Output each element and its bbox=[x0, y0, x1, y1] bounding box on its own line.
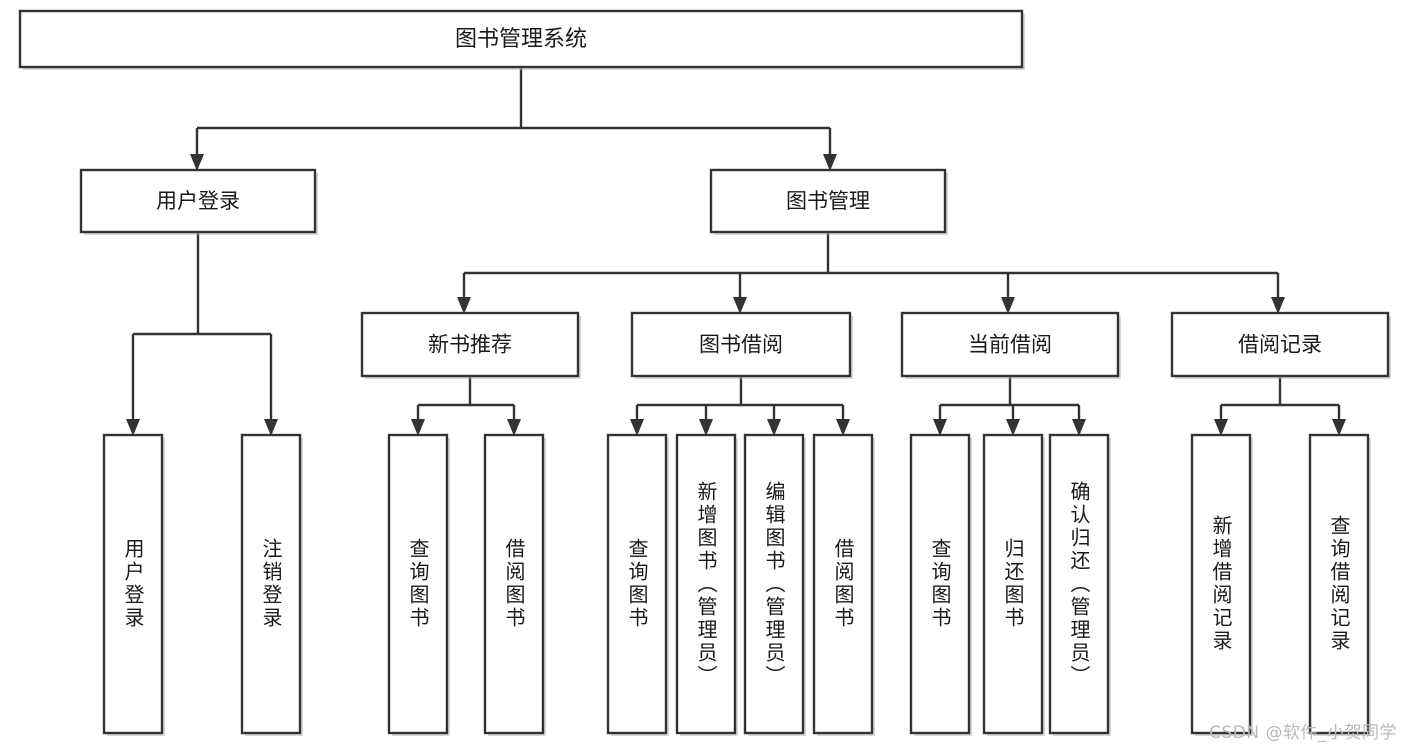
connector-layer bbox=[126, 67, 1346, 436]
arrow-head-icon bbox=[1006, 419, 1020, 436]
node-leaf-query-book-2[interactable] bbox=[606, 433, 668, 735]
arrow-head-icon bbox=[457, 297, 471, 314]
node-user-login[interactable] bbox=[79, 168, 317, 234]
node-current-borrow-label: 当前借阅 bbox=[968, 333, 1052, 357]
node-user-login-label: 用户登录 bbox=[156, 189, 240, 213]
arrow-head-icon bbox=[190, 154, 204, 171]
node-borrow-record-label: 借阅记录 bbox=[1238, 333, 1322, 357]
node-new-book-recommend-label: 新书推荐 bbox=[428, 333, 512, 357]
node-leaf-query-record[interactable] bbox=[1308, 433, 1370, 735]
node-book-borrow-label: 图书借阅 bbox=[699, 333, 783, 357]
arrow-head-icon bbox=[1214, 419, 1228, 436]
node-leaf-return-book[interactable] bbox=[982, 433, 1044, 735]
node-borrow-record[interactable] bbox=[1170, 311, 1390, 378]
node-leaf-query-book-1[interactable] bbox=[387, 433, 449, 735]
node-leaf-logout[interactable] bbox=[240, 433, 302, 735]
node-leaf-confirm-return[interactable] bbox=[1048, 433, 1110, 735]
arrow-head-icon bbox=[630, 419, 644, 436]
arrow-head-icon bbox=[1271, 297, 1285, 314]
node-root-label: 图书管理系统 bbox=[455, 27, 587, 52]
node-leaf-borrow-book-2[interactable] bbox=[812, 433, 874, 735]
connector-borrow-record-trunk bbox=[1219, 376, 1341, 419]
arrow-head-icon bbox=[767, 419, 781, 436]
connector-root-trunk bbox=[195, 67, 832, 154]
arrow-head-icon bbox=[823, 154, 837, 171]
arrow-head-icon bbox=[733, 297, 747, 314]
arrow-head-icon bbox=[933, 419, 947, 436]
node-current-borrow[interactable] bbox=[900, 311, 1120, 378]
watermark-text: CSDN @软件_小贺同学 bbox=[1209, 723, 1397, 743]
node-leaf-query-book-3[interactable] bbox=[909, 433, 971, 735]
arrow-head-icon bbox=[1332, 419, 1346, 436]
arrow-head-icon bbox=[836, 419, 850, 436]
arrow-head-icon bbox=[1072, 419, 1086, 436]
node-book-management[interactable] bbox=[709, 168, 947, 234]
node-new-book-recommend[interactable] bbox=[360, 311, 580, 378]
node-leaf-add-record[interactable] bbox=[1190, 433, 1252, 735]
arrow-head-icon bbox=[264, 419, 278, 436]
arrow-head-icon bbox=[411, 419, 425, 436]
node-box-layer bbox=[18, 9, 1391, 736]
arrow-head-icon bbox=[126, 419, 140, 436]
arrow-head-icon bbox=[507, 419, 521, 436]
connector-user-login-trunk bbox=[131, 232, 273, 419]
arrow-head-icon bbox=[1001, 297, 1015, 314]
connector-current-borrow-trunk bbox=[938, 376, 1081, 419]
node-book-borrow[interactable] bbox=[630, 311, 852, 378]
node-book-management-label: 图书管理 bbox=[786, 189, 870, 213]
node-leaf-borrow-book-1[interactable] bbox=[483, 433, 545, 735]
connector-new-book-trunk bbox=[416, 376, 516, 419]
connector-book-mgmt-trunk bbox=[462, 232, 1280, 297]
node-leaf-edit-book[interactable] bbox=[743, 433, 805, 735]
arrow-head-icon bbox=[699, 419, 713, 436]
node-root[interactable] bbox=[18, 9, 1024, 69]
node-leaf-user-login[interactable] bbox=[102, 433, 164, 735]
node-leaf-add-book[interactable] bbox=[675, 433, 737, 735]
connector-book-borrow-trunk bbox=[635, 376, 845, 419]
